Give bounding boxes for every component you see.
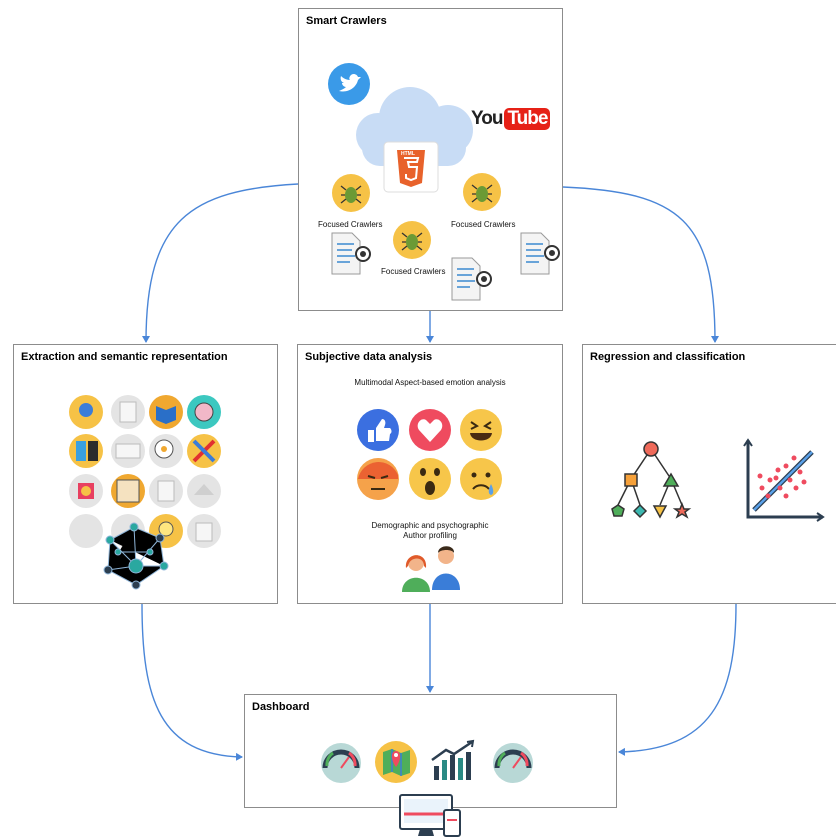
crawler-label-left: Focused Crawlers (318, 220, 383, 229)
map-icon (375, 741, 417, 783)
crawler-label-right: Focused Crawlers (451, 220, 516, 229)
author-profile-icon (402, 546, 460, 592)
angry-reaction-icon (357, 458, 399, 500)
arrow-crawlers-to-regression (562, 186, 719, 343)
twitter-icon (328, 63, 370, 105)
spider-crawler-icon (463, 173, 501, 211)
crawler-label-center: Focused Crawlers (381, 267, 446, 276)
like-reaction-icon (357, 409, 399, 451)
devices-icon (399, 794, 461, 837)
youtube-you: You (471, 108, 504, 129)
gauge-icon (321, 743, 361, 783)
sad-reaction-icon (460, 458, 502, 500)
subjective-subtitle: Multimodal Aspect-based emotion analysis (354, 378, 506, 387)
extraction-box[interactable]: Extraction and semantic representation (13, 344, 278, 604)
extraction-title: Extraction and semantic representation (21, 351, 228, 363)
youtube-tube: Tube (504, 108, 551, 130)
dashboard-box[interactable]: Dashboard (244, 694, 617, 808)
arrow-extraction-to-dashboard (141, 603, 243, 761)
document-search-icon (331, 232, 371, 275)
youtube-logo-icon: You Tube (471, 107, 551, 131)
html5-icon (383, 141, 439, 193)
knowledge-graph-icon (103, 522, 169, 590)
growth-chart-icon (431, 739, 475, 780)
document-search-icon (451, 257, 492, 301)
decision-tree-icon (611, 441, 692, 519)
arrow-crawlers-to-extraction (142, 183, 299, 343)
spider-crawler-icon (393, 221, 431, 259)
dashboard-title: Dashboard (252, 701, 310, 713)
spider-crawler-icon (332, 174, 370, 212)
gauge-icon (493, 743, 533, 783)
arrow-regression-to-dashboard (618, 603, 737, 756)
profiling-line-2: Author profiling (403, 531, 457, 540)
laugh-reaction-icon (460, 409, 502, 451)
document-search-icon (520, 232, 560, 275)
scatter-regression-icon (743, 438, 825, 522)
love-reaction-icon (409, 409, 451, 451)
subjective-title: Subjective data analysis (305, 351, 433, 363)
regression-title: Regression and classification (590, 351, 746, 363)
html5-badge-text: HTML (401, 151, 415, 157)
smart-crawlers-title: Smart Crawlers (306, 15, 387, 27)
wow-reaction-icon (409, 458, 451, 500)
profiling-line-1: Demographic and psychographic (371, 521, 489, 530)
